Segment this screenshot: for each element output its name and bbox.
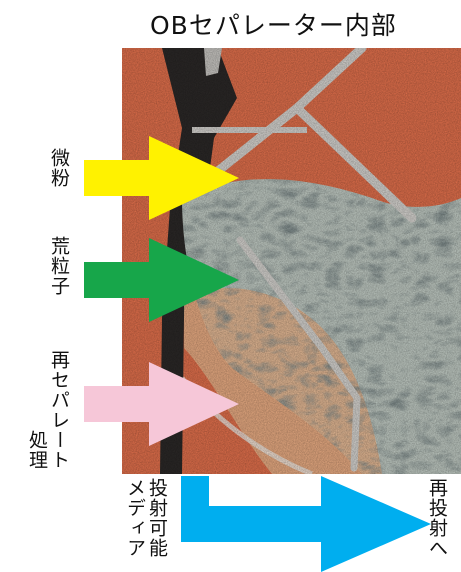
- reseparation-arrow: [84, 362, 239, 446]
- fine-powder-label: 微粉: [47, 148, 70, 188]
- reseparation-label-line2: 処理: [25, 430, 48, 470]
- diagram-title: OBセパレーター内部: [150, 11, 397, 40]
- reusable-media-label-line1: 投射可能: [145, 478, 168, 558]
- reprojection-label: 再投射へ: [425, 478, 448, 558]
- coarse-particles-arrow: [84, 238, 239, 322]
- coarse-particles-label: 荒粒子: [47, 236, 70, 296]
- reusable-media-label-line2: メディア: [123, 478, 146, 558]
- reprojection-arrow: [181, 476, 431, 572]
- reseparation-label-line1: 再セパレート: [47, 350, 70, 470]
- fine-powder-arrow: [84, 136, 239, 220]
